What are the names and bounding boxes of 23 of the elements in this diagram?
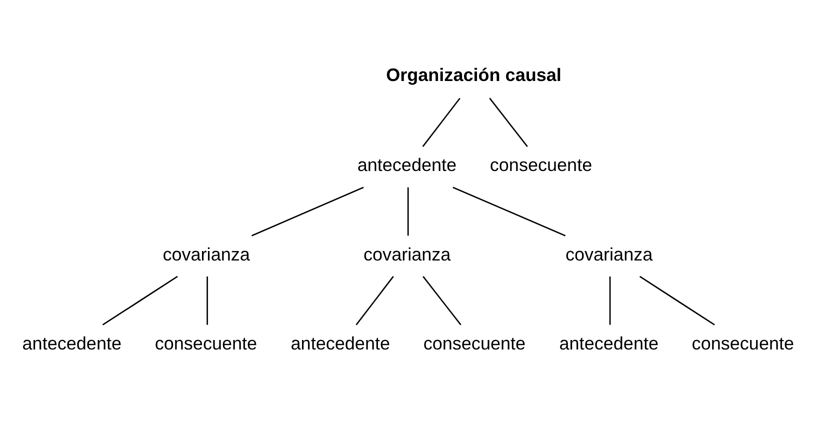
node-text: antecedente <box>22 333 122 354</box>
connector <box>407 187 409 236</box>
node-text: consecuente <box>154 333 258 354</box>
connector <box>422 98 460 147</box>
connector <box>489 98 528 147</box>
node-text: antecedente <box>559 333 659 354</box>
node-text: covarianza <box>162 244 250 264</box>
connector <box>452 186 566 236</box>
node-text: Organización causal <box>386 64 562 85</box>
connector <box>251 186 364 236</box>
node-text: consecuente <box>490 155 592 176</box>
connector <box>356 276 394 326</box>
connector <box>609 276 611 325</box>
node-text: covarianza <box>364 244 451 264</box>
node-text: consecuente <box>423 333 526 354</box>
node-text: antecedente <box>290 333 390 354</box>
connector <box>639 276 715 326</box>
connector <box>206 276 208 325</box>
node-text: consecuente <box>692 333 794 354</box>
connector <box>422 276 462 326</box>
node-text: antecedente <box>357 155 457 176</box>
node-text: covarianza <box>565 244 653 264</box>
connector <box>102 276 178 326</box>
